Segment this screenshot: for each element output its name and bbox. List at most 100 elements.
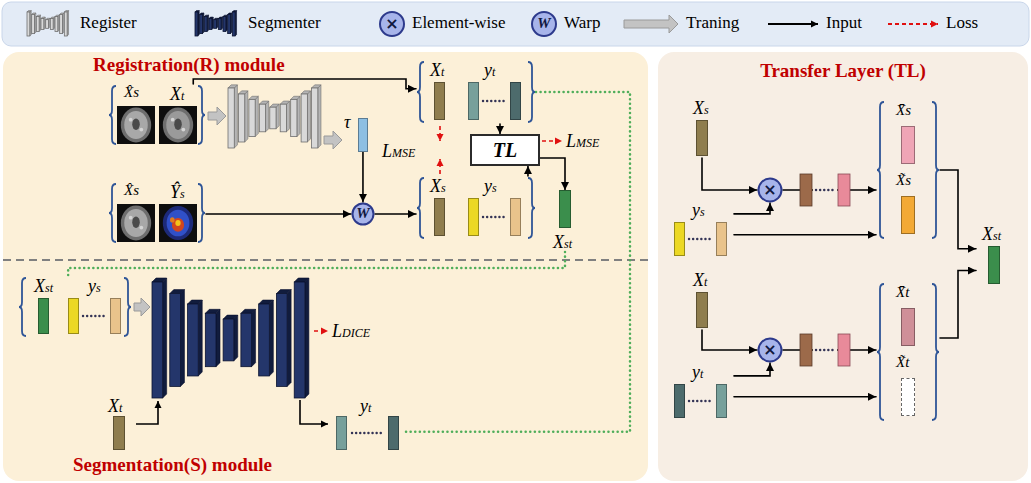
layer-top	[205, 309, 220, 313]
feature-bar-fill	[358, 118, 368, 152]
input-arrow	[300, 400, 328, 424]
feature-group: X̄tX̃t	[876, 282, 940, 422]
math-label: Xs	[430, 176, 446, 197]
input-connector	[375, 213, 416, 215]
layer-face	[301, 94, 307, 142]
layer-side	[252, 309, 256, 366]
group-brace	[877, 284, 884, 420]
operator-outline	[380, 12, 404, 36]
math-label: Xst	[982, 224, 1001, 245]
operator-outline	[353, 204, 374, 225]
layer-face	[204, 17, 207, 32]
layer-face	[291, 99, 297, 136]
layer-side	[163, 278, 167, 398]
scan-tissue	[175, 220, 180, 226]
math-label: ys	[88, 276, 101, 297]
math-label: yt	[360, 396, 371, 417]
layer-side	[234, 315, 238, 361]
feature-group: X̄sX̃s	[876, 100, 940, 240]
layer-top	[170, 290, 185, 294]
layer-side	[180, 290, 184, 387]
ellipsis-dots	[483, 216, 506, 218]
math-label: Ŷs	[170, 182, 185, 203]
module-panel: Transfer Layer (TL)Xsys×X̄sX̃sXtyt×X̄tX̃…	[658, 52, 1028, 481]
layer-face	[312, 88, 318, 148]
legend-label: Register	[80, 13, 137, 33]
math-label: X̃t	[896, 354, 909, 371]
scan-tissue	[139, 226, 143, 230]
group-brace	[417, 62, 424, 122]
register-network	[228, 85, 321, 148]
transform-vector: τ	[344, 112, 368, 152]
group-brace	[19, 278, 26, 336]
layer-top	[238, 91, 247, 94]
group-brace	[528, 178, 535, 238]
scan-tissue	[132, 119, 140, 130]
operator-outline	[759, 339, 782, 362]
input-connector	[940, 170, 976, 249]
input-arrow-head	[811, 21, 818, 28]
layer-face	[50, 18, 53, 29]
math-label: Xst	[553, 232, 572, 253]
feature-group: ys	[668, 200, 734, 258]
math-label: Xt	[108, 396, 122, 417]
loss-arrow	[888, 23, 938, 25]
group-brace	[124, 278, 131, 336]
layer-side	[255, 96, 258, 136]
feature-bar-fill	[559, 190, 571, 228]
feature-bar-fill	[838, 334, 850, 366]
layer-top	[259, 300, 274, 304]
layer-top	[312, 85, 321, 88]
group-brace	[198, 86, 205, 144]
input-connector	[702, 158, 757, 190]
layer-face	[223, 319, 234, 361]
loss-label: LMSE	[566, 131, 599, 152]
ellipsis-dots	[483, 100, 506, 102]
image-pair: X̂sXt	[108, 84, 206, 146]
feature-bar-fill	[838, 174, 850, 206]
layer-face	[270, 107, 276, 129]
legend-symbol	[26, 8, 72, 40]
module-panel: Segmentation(S) moduleXstysXtyt	[3, 260, 648, 481]
loss-label: LMSE	[382, 141, 415, 162]
layer-face	[64, 12, 67, 36]
feature-bar: Xst	[976, 224, 1012, 286]
math-label: yt	[692, 362, 703, 383]
input-connector	[193, 79, 416, 89]
ground-patch	[813, 344, 837, 356]
scan-tissue	[139, 128, 143, 132]
scan-tissue	[124, 111, 148, 139]
layer-face	[218, 18, 221, 29]
legend-symbol	[766, 14, 820, 34]
layer-side	[269, 300, 273, 376]
legend-symbol	[886, 14, 940, 34]
layer-top	[152, 278, 167, 282]
feature-bar-fill	[716, 222, 727, 256]
group-brace	[109, 86, 116, 144]
layer-face	[46, 20, 49, 29]
pseudo-label-link	[68, 252, 565, 276]
group-brace	[932, 102, 939, 238]
math-label: ys	[692, 200, 705, 221]
layer-face	[188, 304, 199, 376]
scan-image	[159, 204, 197, 242]
input-connector	[734, 203, 770, 214]
feature-bar-fill	[336, 416, 347, 450]
math-label: X̄t	[896, 284, 909, 301]
layer-face	[209, 18, 212, 29]
scan-tissue	[181, 128, 185, 132]
math-label: X̂s	[124, 84, 139, 101]
scan-image	[159, 106, 197, 144]
layer-face	[32, 14, 35, 33]
feature-bar-fill	[988, 246, 1000, 284]
loss-arrow-head	[437, 134, 444, 141]
feature-bar-fill	[468, 82, 479, 120]
feature-bar-fill	[674, 222, 685, 256]
layer-top	[270, 104, 279, 107]
feature-group: yt	[330, 396, 406, 452]
layer-side	[198, 300, 202, 376]
box-label: TL	[493, 139, 517, 162]
legend-bar	[2, 2, 1029, 46]
scan-tissue	[166, 111, 190, 139]
ellipsis-dots	[689, 400, 713, 402]
